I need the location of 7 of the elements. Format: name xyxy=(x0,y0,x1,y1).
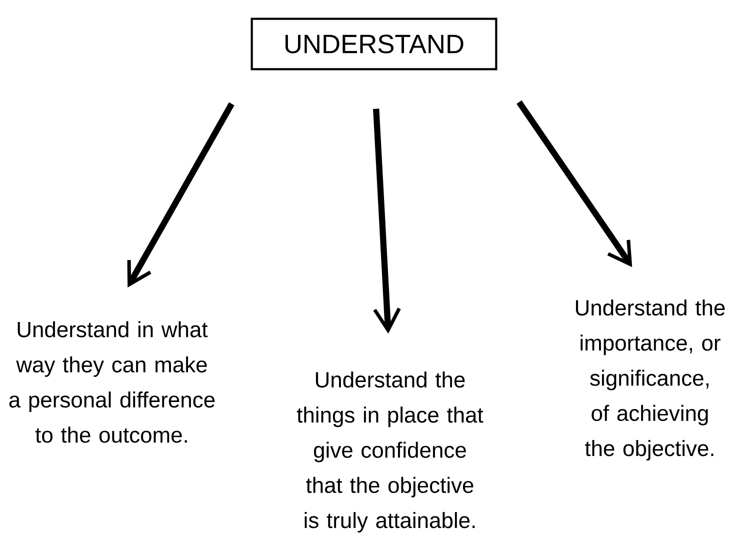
description-text: Understand in what way they can make a personal difference to the outcome. xyxy=(9,321,215,443)
arrow xyxy=(373,108,401,334)
arrow xyxy=(127,102,234,288)
description-text: Understand the things in place that give confidence that the objective is truly attainable. xyxy=(296,371,484,533)
arrow xyxy=(516,100,632,268)
title-box: UNDERSTAND xyxy=(250,18,498,70)
description-text: Understand the importance, or significance, of achieving the objective. xyxy=(576,299,725,461)
